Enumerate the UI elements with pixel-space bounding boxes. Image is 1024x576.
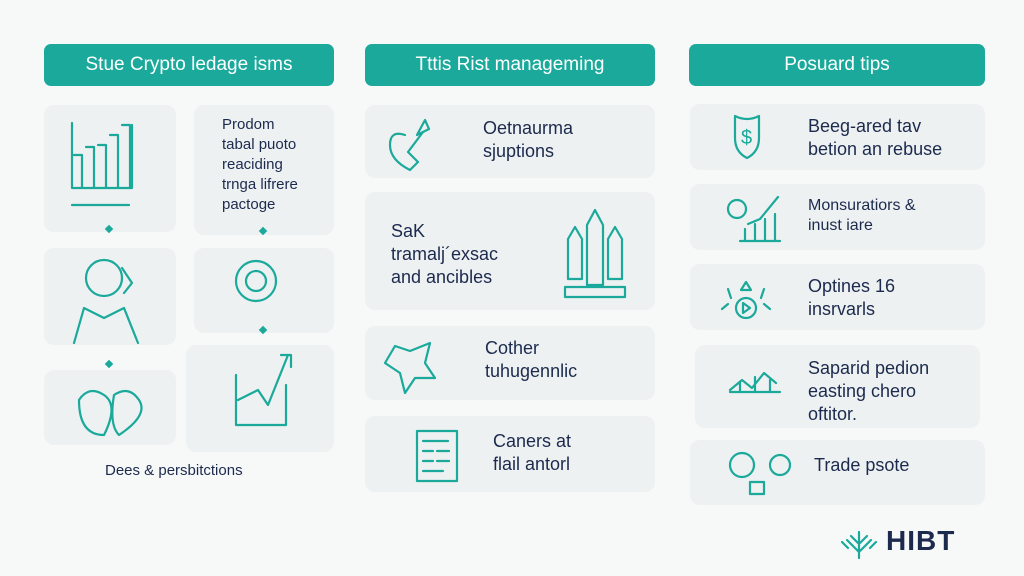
risk-card: SaK tramalj´exsac and ancibles [365,192,655,310]
text-line: flail antorl [493,454,571,474]
section-header-tips: Posuard tips [689,44,985,86]
tip-card: Saparid pedion easting chero oftitor. [695,345,980,428]
leaf-logo-icon [840,530,878,560]
section-header-risk: Tttis Rist manageming [365,44,655,86]
svg-text:$: $ [741,127,752,149]
analytics-icon [726,195,782,243]
text-line: Cother [485,338,540,358]
risk-card: Cother tuhugennlic [365,326,655,400]
text-line: tuhugennlic [485,361,578,381]
text-line: SaK [391,221,426,241]
text-line: Oetnaurma [483,118,574,138]
risk-card: Caners at flail antorl [365,416,655,492]
text-line: oftitor. [808,404,858,424]
tip-card: Trade psote [690,440,985,505]
text-line: Optines 16 [808,276,896,296]
header-label: Stue Crypto ledage isms [85,54,293,75]
sun-play-icon [720,280,772,320]
text-line: and ancibles [391,267,493,287]
text-card: Prodom tabal puoto reaciding trnga lifre… [194,105,334,235]
chart-card [44,105,176,232]
coin-card [194,248,334,333]
rockets-icon [563,208,627,299]
text-line: Saparid pedion [808,358,930,378]
text-line: pactoge [222,196,276,213]
text-line: inust iare [808,217,873,234]
tip-card: $ Beeg-ared tav betion an rebuse [690,104,985,170]
trend-up-icon [234,353,293,427]
risk-card: Oetnaurma sjuptions [365,105,655,178]
text-line: insrvarls [808,299,876,319]
text-line: betion an rebuse [808,139,943,159]
logo-text: HIBT [886,525,956,556]
text-line: Beeg-ared tav [808,116,922,136]
tip-card: Monsuratiors & inust iare [690,184,985,250]
line-chart-icon [728,371,782,394]
shield-dollar-icon: $ [733,114,761,160]
text-line: tabal puoto [222,136,297,153]
growth-card [186,345,334,452]
text-line: sjuptions [483,141,555,161]
chat-bubbles-icon [728,451,792,496]
megaphone-icon [388,118,431,172]
person-icon [72,258,140,345]
handshake-icon [77,389,143,437]
hibt-logo: HIBT [838,522,955,560]
person-card [44,248,176,345]
tip-card: Optines 16 insrvarls [690,264,985,330]
text-line: reaciding [222,156,283,173]
bar-chart-icon [70,121,134,207]
text-line: easting chero [808,381,917,401]
header-label: Tttis Rist manageming [415,54,605,75]
text-line: Prodom [222,116,275,133]
header-label: Posuard tips [784,54,890,75]
text-line: Trade psote [814,455,910,475]
text-line: Caners at [493,431,572,451]
text-line: tramalj´exsac [391,244,499,264]
section-header-crypto: Stue Crypto ledage isms [44,44,334,86]
text-line: trnga lifrere [222,176,298,193]
coin-icon [234,259,278,303]
document-icon [415,429,459,483]
star-burst-icon [383,341,437,395]
footer-caption: Dees & persbitctions [105,462,243,479]
hands-card [44,370,176,445]
connector-dot [104,359,114,369]
text-line: Monsuratiors & [808,197,916,214]
